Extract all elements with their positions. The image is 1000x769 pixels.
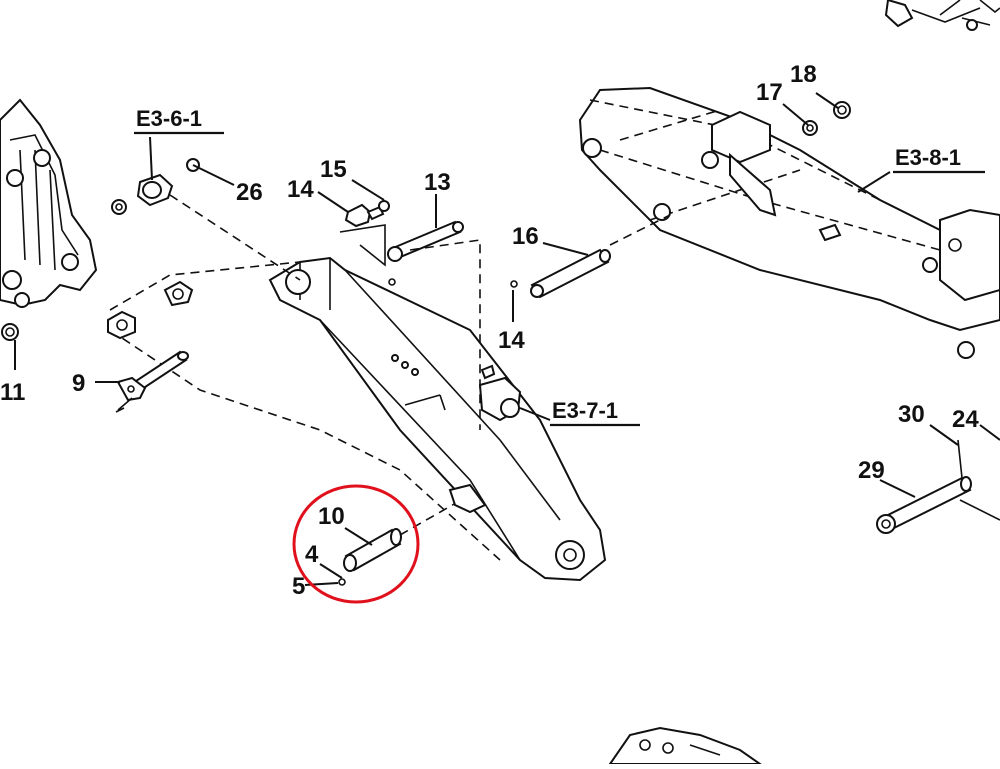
bottom-partial bbox=[608, 726, 764, 765]
callout-18: 18 bbox=[790, 61, 817, 88]
ref-label-e3-8-1: E3-8-1 bbox=[895, 145, 961, 170]
pin-9 bbox=[115, 350, 189, 413]
bushing-e3-7-1 bbox=[478, 364, 522, 422]
pin-10 bbox=[338, 483, 487, 586]
callout-16: 16 bbox=[512, 223, 539, 250]
main-arm bbox=[107, 256, 607, 582]
callout-29: 29 bbox=[858, 457, 885, 484]
callout-15: 15 bbox=[320, 156, 347, 183]
callout-4: 4 bbox=[305, 541, 319, 568]
top-right-partial bbox=[884, 0, 1000, 31]
callout-24: 24 bbox=[952, 406, 979, 433]
upper-boom bbox=[578, 86, 1000, 359]
bushing-e3-6-1 bbox=[111, 158, 301, 281]
callout-5: 5 bbox=[292, 573, 305, 600]
callout-14-upper: 14 bbox=[287, 176, 314, 203]
pin-16 bbox=[510, 214, 671, 299]
callout-17: 17 bbox=[756, 79, 783, 106]
pin-29 bbox=[876, 439, 1000, 534]
callout-11: 11 bbox=[0, 379, 25, 406]
callout-14-lower: 14 bbox=[498, 327, 525, 354]
highlight-circle bbox=[292, 484, 420, 604]
callout-10: 10 bbox=[318, 503, 345, 530]
washers-17-18 bbox=[802, 101, 851, 136]
ref-label-e3-6-1: E3-6-1 bbox=[136, 106, 202, 131]
left-frame bbox=[0, 98, 98, 341]
pin-13 bbox=[339, 200, 481, 430]
leader-lines bbox=[14, 92, 1000, 586]
ref-label-e3-7-1: E3-7-1 bbox=[552, 398, 618, 423]
callout-13: 13 bbox=[424, 169, 451, 196]
callout-26: 26 bbox=[236, 179, 263, 206]
callout-9: 9 bbox=[72, 370, 85, 397]
callout-30: 30 bbox=[898, 401, 925, 428]
